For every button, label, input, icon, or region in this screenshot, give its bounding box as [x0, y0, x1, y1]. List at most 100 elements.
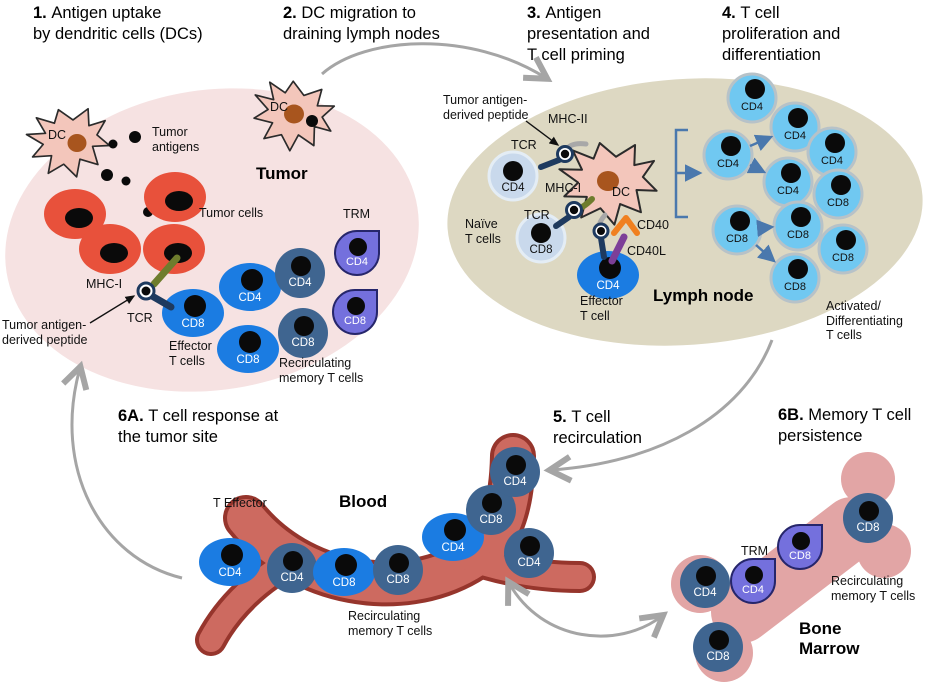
cell-nucleus [721, 136, 741, 156]
tumor-antigen-dot [306, 115, 318, 127]
proliferation-bracket-arrows [674, 128, 776, 263]
cell-nucleus [745, 566, 763, 584]
arrow-dc-migration [321, 42, 553, 83]
effector-t-cell-cd4: CD4 [577, 251, 639, 299]
dendritic-cells [25, 80, 658, 226]
cell-nucleus [836, 230, 856, 250]
cell-label: CD4 [238, 292, 262, 304]
cell-nucleus [294, 316, 314, 336]
memory-t-cell-cd4: CD4 [267, 543, 317, 593]
tumor-antigen-dot [101, 169, 113, 181]
prolif-t-cell-cd4: CD4 [769, 101, 821, 153]
cell-label: CD4 [777, 185, 799, 197]
tcr-stem [538, 157, 562, 170]
cell-nucleus [349, 238, 367, 256]
cell-nucleus [599, 257, 621, 279]
cell-nucleus [184, 295, 206, 317]
division-arrow [756, 219, 775, 238]
cell-label: CD8 [332, 577, 355, 589]
cell-nucleus [164, 243, 192, 263]
tumor-antigen-dot [129, 131, 141, 143]
cell-nucleus [831, 175, 851, 195]
cell-nucleus [283, 551, 303, 571]
cell-label: CD8 [344, 315, 366, 327]
trm-t-cell-cd4: CD4 [334, 230, 380, 276]
cell-label: CD8 [726, 233, 748, 245]
cell-nucleus [100, 243, 128, 263]
prolif-t-cell-cd4: CD4 [762, 156, 814, 208]
cell-nucleus [745, 79, 765, 99]
division-arrow [749, 134, 774, 151]
bracket [674, 128, 688, 219]
cell-nucleus [792, 532, 810, 550]
tumor-antigen-dot [108, 139, 118, 149]
cd40l-ligand [608, 233, 628, 265]
memory-t-cell-cd4: CD4 [680, 558, 730, 608]
cell-label: CD4 [741, 101, 763, 113]
dc-nucleus [284, 104, 304, 124]
cell-label: CD4 [501, 182, 525, 194]
cell-nucleus [241, 269, 263, 291]
cell-label: CD4 [218, 567, 242, 579]
effector-t-cell-cd8: CD8 [217, 325, 279, 373]
memory-t-cell-cd4: CD4 [504, 528, 554, 578]
memory-t-cell-cd8: CD8 [466, 485, 516, 535]
prolif-t-cell-cd8: CD8 [769, 252, 821, 304]
effector-t-cell-cd4: CD4 [422, 513, 484, 561]
prolif-t-cell-cd4: CD4 [726, 72, 778, 124]
effector-t-cell-cd4: CD4 [199, 538, 261, 586]
tcr-stem [148, 292, 175, 311]
cell-label: CD4 [280, 572, 304, 584]
division-arrow [755, 244, 776, 263]
memory-t-cell-cd8: CD8 [373, 545, 423, 595]
cell-label: CD8 [827, 197, 849, 209]
cell-label: CD8 [784, 281, 806, 293]
cell-label: CD8 [789, 550, 811, 562]
cell-label: CD8 [832, 252, 854, 264]
mhc-tcr-structures [136, 141, 640, 311]
cell-label: CD8 [856, 522, 879, 534]
cell-label: CD4 [742, 584, 764, 596]
peptide-dot [569, 205, 579, 215]
memory-t-cell-cd8: CD8 [843, 493, 893, 543]
cell-label: CD4 [821, 155, 843, 167]
cell-nucleus [696, 566, 716, 586]
cell-nucleus [335, 554, 357, 576]
cell-nucleus [788, 259, 808, 279]
pointer-peptide-tumor [89, 295, 136, 324]
tumor-cell [144, 172, 206, 222]
naive-t-cell-cd4: CD4 [487, 150, 539, 202]
cell-nucleus [506, 455, 526, 475]
trm-t-cell-cd4: CD4 [730, 558, 776, 604]
cell-label: CD8 [706, 651, 729, 663]
effector-t-cell-cd8: CD8 [313, 548, 375, 596]
pointer-peptide-lymph [525, 120, 560, 146]
cell-nucleus [825, 133, 845, 153]
cell-nucleus [791, 207, 811, 227]
cell-label: CD4 [717, 158, 739, 170]
tumor-antigen-dot [121, 176, 131, 186]
effector-t-cell-cd4: CD4 [219, 263, 281, 311]
cell-label: CD8 [529, 244, 552, 256]
cell-nucleus [389, 553, 409, 573]
tumor-cell [44, 189, 106, 239]
dc-nucleus [67, 134, 87, 152]
cell-nucleus [730, 211, 750, 231]
cell-nucleus [709, 630, 729, 650]
cell-label: CD8 [291, 337, 314, 349]
tcr-stem [598, 235, 607, 260]
cell-label: CD4 [596, 280, 620, 292]
prolif-t-cell-cd4: CD4 [806, 126, 858, 178]
cell-label: CD4 [784, 130, 806, 142]
cell-label: CD4 [517, 557, 541, 569]
dc-nucleus [597, 171, 619, 191]
memory-t-cell-cd8: CD8 [278, 308, 328, 358]
tumor-cell [79, 224, 141, 274]
annotation-pointers [89, 120, 560, 324]
cell-nucleus [291, 256, 311, 276]
prolif-t-cell-cd8: CD8 [812, 168, 864, 220]
memory-t-cell-cd4: CD4 [275, 248, 325, 298]
cell-label: CD8 [236, 354, 259, 366]
cell-nucleus [781, 163, 801, 183]
